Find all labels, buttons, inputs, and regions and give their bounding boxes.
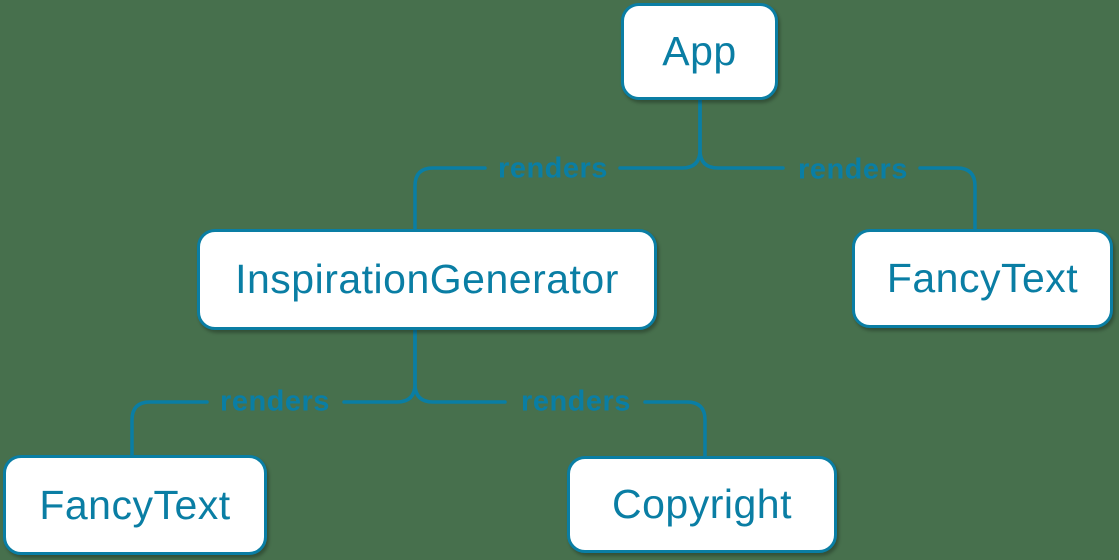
- edge-label-renders-app-inspirationgenerator: renders: [498, 152, 608, 185]
- node-fancy-text-left: FancyText: [3, 455, 267, 555]
- node-inspiration-generator-label: InspirationGenerator: [235, 256, 619, 302]
- edge-label-renders-inspirationgenerator-copyright: renders: [521, 385, 631, 418]
- node-copyright: Copyright: [567, 456, 837, 553]
- node-app: App: [621, 3, 778, 100]
- node-copyright-label: Copyright: [612, 481, 792, 527]
- node-inspiration-generator: InspirationGenerator: [197, 229, 657, 330]
- edge-label-renders-app-fancytext: renders: [798, 153, 908, 186]
- node-app-label: App: [662, 28, 737, 74]
- node-fancy-text-right-label: FancyText: [886, 255, 1079, 301]
- node-fancy-text-left-label: FancyText: [39, 481, 231, 528]
- edge-inspirationgenerator-to-copyright: [413, 328, 707, 458]
- node-fancy-text-right: FancyText: [852, 229, 1113, 328]
- edge-label-renders-inspirationgenerator-fancytext: renders: [220, 385, 330, 418]
- edge-app-to-fancytext-right: [698, 98, 977, 231]
